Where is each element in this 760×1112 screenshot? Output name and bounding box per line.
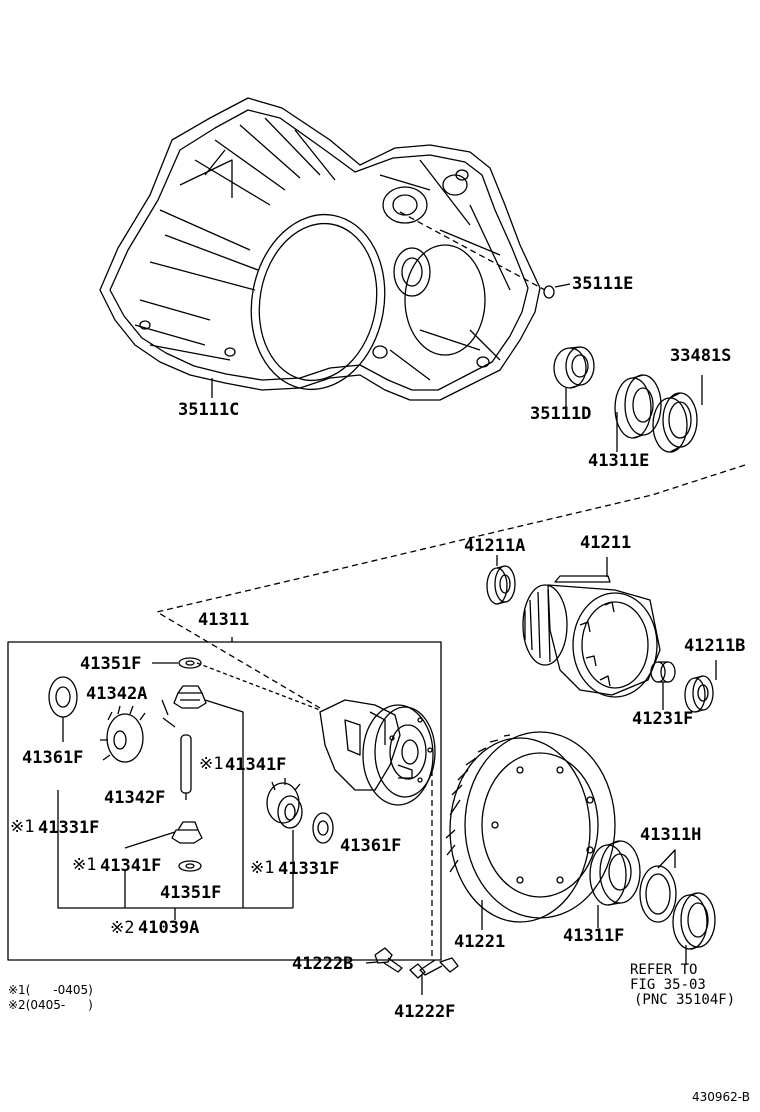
- drive-gear-41211: [522, 575, 661, 698]
- label-33481S: 33481S: [670, 346, 732, 366]
- label-41341F-left: 41341F: [100, 856, 162, 876]
- refer-line-1: REFER TO: [630, 962, 698, 978]
- pinion-shaft-41342F: [180, 734, 192, 794]
- label-41311F: 41311F: [563, 926, 625, 946]
- label-41342A: 41342A: [86, 684, 148, 704]
- footnote-1: ※1( -0405): [8, 983, 93, 997]
- label-41311E: 41311E: [588, 451, 650, 471]
- bolt-41222F: [409, 957, 459, 979]
- bearing-41311F: [589, 840, 641, 906]
- oil-seal-33481S: [652, 392, 698, 453]
- label-41311: 41311: [198, 610, 250, 630]
- transaxle-case: [99, 97, 541, 401]
- label-41311H: 41311H: [640, 825, 702, 845]
- pinion-41341F-bottom: [171, 821, 203, 844]
- label-41221: 41221: [454, 932, 506, 952]
- mark-1-41331F-left: ※1: [10, 817, 35, 837]
- label-35111C: 35111C: [178, 400, 240, 420]
- label-41222B: 41222B: [292, 954, 354, 974]
- mark-2-41039A: ※2: [110, 918, 135, 938]
- bearing-41211A: [486, 565, 516, 605]
- differential-kit-box: [7, 641, 442, 961]
- label-41039A: 41039A: [138, 918, 200, 938]
- label-41211: 41211: [580, 533, 632, 553]
- side-gear-41331F-right: [266, 778, 303, 829]
- oil-seal-ref: [672, 892, 716, 950]
- label-35111E: 35111E: [572, 274, 634, 294]
- differential-case-41311: [319, 699, 436, 806]
- label-35111D: 35111D: [530, 404, 592, 424]
- label-41341F-right: 41341F: [225, 755, 287, 775]
- label-41231F: 41231F: [632, 709, 694, 729]
- label-41351F-top: 41351F: [80, 654, 142, 674]
- figure-id: 430962-B: [692, 1090, 750, 1104]
- oil-seal-35111D: [553, 346, 595, 389]
- label-41211B: 41211B: [684, 636, 746, 656]
- label-41331F-left: 41331F: [38, 818, 100, 838]
- label-41331F-right: 41331F: [278, 859, 340, 879]
- label-41342F: 41342F: [104, 788, 166, 808]
- bearing-41311E: [614, 374, 662, 439]
- mark-1-41341F-left: ※1: [72, 855, 97, 875]
- side-gear-41331F-left: [100, 705, 146, 763]
- label-41361F-left: 41361F: [22, 748, 84, 768]
- pinion-41341F-top: [173, 685, 207, 709]
- footnote-2: ※2(0405- ): [8, 998, 93, 1012]
- o-ring-35111E: [543, 285, 555, 299]
- label-41211A: 41211A: [464, 536, 526, 556]
- label-41361F-right: 41361F: [340, 836, 402, 856]
- label-41222F: 41222F: [394, 1002, 456, 1022]
- bearing-41211B: [684, 675, 714, 713]
- mark-1-41331F-right: ※1: [250, 858, 275, 878]
- shim-41311H: [639, 865, 677, 923]
- mark-1-41341F-right: ※1: [199, 754, 224, 774]
- label-41351F-bottom: 41351F: [160, 883, 222, 903]
- refer-line-2: FIG 35-03: [630, 977, 706, 993]
- refer-line-3: (PNC 35104F): [634, 992, 736, 1008]
- ring-gear-41221: [445, 731, 616, 923]
